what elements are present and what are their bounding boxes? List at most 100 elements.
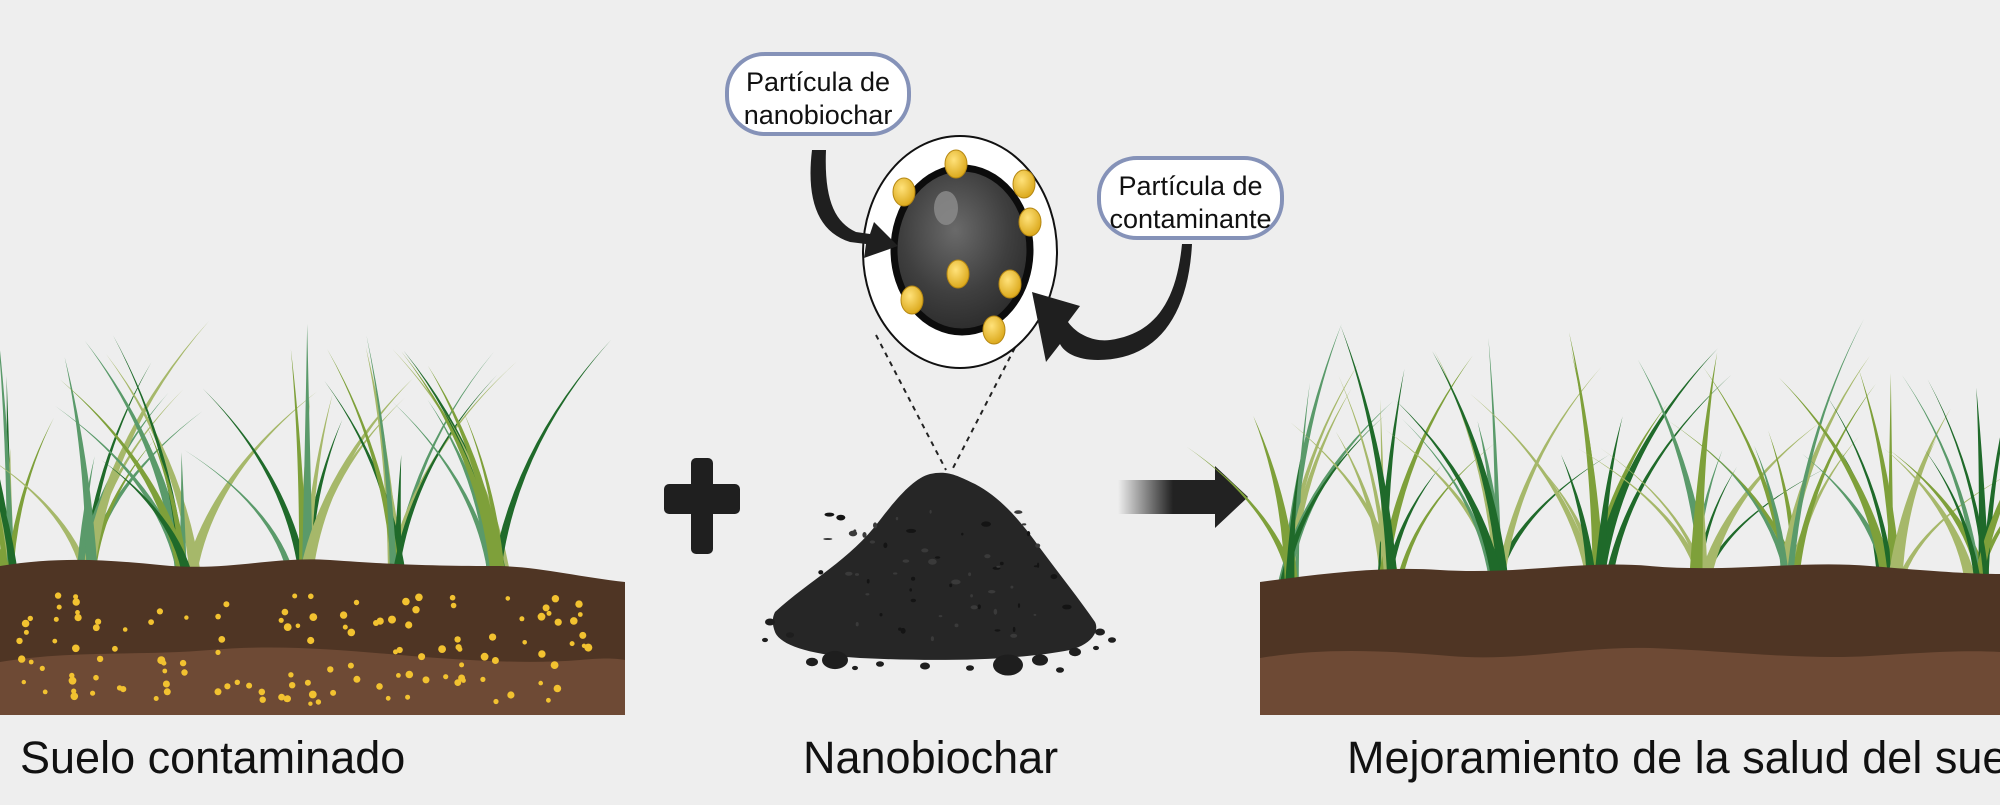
grass-blade xyxy=(490,339,612,580)
grass-blade xyxy=(391,351,494,580)
contaminant-dot xyxy=(73,594,79,600)
pile-speck xyxy=(1021,523,1027,526)
contaminant-dot xyxy=(156,608,163,615)
adsorbed-contaminant-dot xyxy=(1012,169,1036,199)
contaminant-dot xyxy=(308,690,317,699)
contaminant-dot xyxy=(162,668,168,674)
contaminant-dot xyxy=(546,610,552,616)
pile-speck xyxy=(954,623,959,628)
contaminant-dot xyxy=(289,682,296,689)
contaminant-dot xyxy=(418,653,426,661)
contaminant-dot xyxy=(93,674,99,681)
grass-right xyxy=(1186,319,2000,588)
contaminant-dot xyxy=(461,678,466,683)
pile-speck xyxy=(921,548,929,553)
contaminant-dot xyxy=(347,628,356,637)
contaminant-dot xyxy=(95,618,102,625)
grass-blade xyxy=(1284,460,1301,588)
grass-blade xyxy=(1570,349,1605,588)
contaminant-dot xyxy=(278,693,285,701)
callout-nanobiochar-line1: Partícula de xyxy=(745,67,891,97)
curved-arrow-contaminant xyxy=(1032,244,1192,362)
pile-crumb xyxy=(765,618,775,626)
contaminant-dot xyxy=(443,674,449,680)
contaminant-dot xyxy=(309,613,318,621)
contaminant-dot xyxy=(295,623,301,629)
grass-blade xyxy=(59,379,191,580)
contaminant-dot xyxy=(90,690,96,696)
grass-blade xyxy=(366,335,398,580)
contaminant-dot xyxy=(281,608,289,616)
pile-speck xyxy=(910,598,916,603)
grass-blade xyxy=(0,492,19,580)
pile-speck xyxy=(1010,633,1018,638)
pile-crumb xyxy=(1069,647,1081,657)
contaminant-dot xyxy=(342,624,348,630)
contaminant-dot xyxy=(480,652,489,661)
contaminant-dot xyxy=(353,675,361,683)
pile-speck xyxy=(1033,613,1037,616)
contaminant-dot xyxy=(96,655,104,663)
contaminant-dot xyxy=(405,621,413,629)
contaminant-dot xyxy=(258,688,266,696)
grass-blade xyxy=(1335,431,1391,588)
contaminant-dot xyxy=(92,624,100,632)
pile-speck xyxy=(911,576,916,581)
contaminant-dot xyxy=(347,662,354,669)
contaminant-dot xyxy=(438,645,446,653)
grass-blade xyxy=(1395,399,1505,588)
pile-speck xyxy=(836,514,846,521)
pile-speck xyxy=(981,521,991,527)
pile-speck xyxy=(900,627,906,634)
contaminant-dot xyxy=(75,610,80,615)
grass-blade xyxy=(401,351,502,580)
grass-blade xyxy=(1340,325,1399,588)
adsorbed-contaminant-dot xyxy=(946,259,970,289)
pile-speck xyxy=(866,579,870,584)
grass-blade xyxy=(1886,408,1951,588)
pile-speck xyxy=(824,512,835,517)
zoom-lines xyxy=(875,329,1025,471)
contaminant-dot xyxy=(422,676,430,684)
pile-crumb xyxy=(966,665,974,671)
contaminant-dot xyxy=(353,599,360,606)
grass-blade xyxy=(1688,352,1718,588)
pile-crumbs xyxy=(762,618,1116,676)
pile-speck xyxy=(1012,626,1016,633)
pile-crumb xyxy=(806,657,818,667)
pile-speck xyxy=(949,583,953,588)
pile-speck xyxy=(854,573,860,576)
contaminant-dot xyxy=(74,614,82,622)
contaminant-dot xyxy=(339,611,348,619)
pile-texture xyxy=(818,509,1072,642)
contaminant-dot xyxy=(577,612,583,617)
contaminant-dot xyxy=(71,688,77,694)
contaminant-dot xyxy=(330,689,337,696)
contaminant-dot xyxy=(223,601,230,608)
callout-contaminant-line1: Partícula de xyxy=(1118,171,1263,201)
pile-speck xyxy=(934,556,941,559)
pile-speck xyxy=(984,554,991,559)
contaminant-dot xyxy=(493,698,499,705)
contaminant-dot xyxy=(27,615,33,622)
contaminant-dot xyxy=(16,637,23,645)
grass-blade xyxy=(1560,454,1598,588)
contaminant-dot xyxy=(292,593,298,599)
contaminated-soil-panel xyxy=(0,320,625,715)
pile-speck xyxy=(865,593,870,596)
contaminant-dot xyxy=(412,606,420,614)
contaminant-particles xyxy=(16,592,593,706)
grass-blade xyxy=(1858,369,1902,588)
pile-speck xyxy=(906,528,917,533)
contaminant-dot xyxy=(214,688,222,696)
pile-crumb xyxy=(1095,628,1105,636)
contaminant-dot xyxy=(450,602,457,609)
contaminant-dot xyxy=(459,662,465,668)
caption-contaminated-soil: Suelo contaminado xyxy=(20,732,406,783)
grass-left xyxy=(0,320,612,580)
pile-crumb xyxy=(876,661,884,667)
contaminant-dot xyxy=(396,646,403,654)
contaminant-dot xyxy=(72,644,80,653)
adsorbed-contaminant-dot xyxy=(998,269,1022,299)
grass-blade xyxy=(1927,379,1991,588)
